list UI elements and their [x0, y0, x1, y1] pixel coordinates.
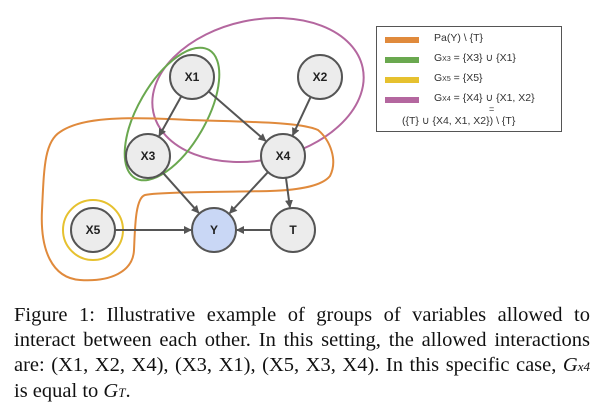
edge-x2-to-x4	[291, 96, 312, 137]
legend-text-g-x5: GX5 = {X5}	[434, 72, 483, 84]
edge-x3-to-y	[161, 171, 200, 214]
legend-text-pa-y: Pa(Y) \ {T}	[434, 32, 484, 44]
node-label: X5	[86, 223, 101, 237]
node-label: Y	[210, 223, 218, 237]
node-x4: X4	[260, 133, 306, 179]
node-x1: X1	[169, 54, 215, 100]
node-circle	[297, 54, 343, 100]
legend-swatch-g-x4	[385, 97, 419, 103]
node-label: X2	[313, 70, 328, 84]
edge-x1-to-x3	[158, 95, 183, 137]
node-circle	[169, 54, 215, 100]
node-label: T	[289, 223, 297, 237]
node-circle	[191, 207, 237, 253]
node-circle	[70, 207, 116, 253]
legend-text-g-x3: GX3 = {X3} ∪ {X1}	[434, 52, 516, 64]
node-label: X4	[276, 149, 291, 163]
legend-swatch-g-x3	[385, 57, 419, 63]
node-x5: X5	[70, 207, 116, 253]
node-x3: X3	[125, 133, 171, 179]
legend-swatch-pa-y	[385, 37, 419, 43]
legend: Pa(Y) \ {T} GX3 = {X3} ∪ {X1} GX5 = {X5}…	[376, 26, 562, 132]
legend-swatch-g-x5	[385, 77, 419, 83]
group-pa-y-outline	[40, 117, 335, 282]
node-label: X1	[185, 70, 200, 84]
legend-equals: =	[489, 104, 495, 114]
node-y: Y	[191, 207, 237, 253]
edge-x1-to-x4	[207, 90, 267, 142]
node-label: X3	[141, 149, 156, 163]
legend-text-g-x4: GX4 = {X4} ∪ {X1, X2}	[434, 92, 535, 104]
edge-x4-to-t	[284, 177, 293, 209]
node-x2: X2	[297, 54, 343, 100]
node-circle	[260, 133, 306, 179]
group-g-x3-outline	[123, 46, 221, 182]
legend-last-line: ({T} ∪ {X4, X1, X2}) \ {T}	[402, 115, 516, 127]
figure-caption: Figure 1: Illustrative example of groups…	[14, 304, 590, 402]
node-circle	[270, 207, 316, 253]
edge-x4-to-y	[228, 171, 269, 214]
node-circle	[125, 133, 171, 179]
node-t: T	[270, 207, 316, 253]
